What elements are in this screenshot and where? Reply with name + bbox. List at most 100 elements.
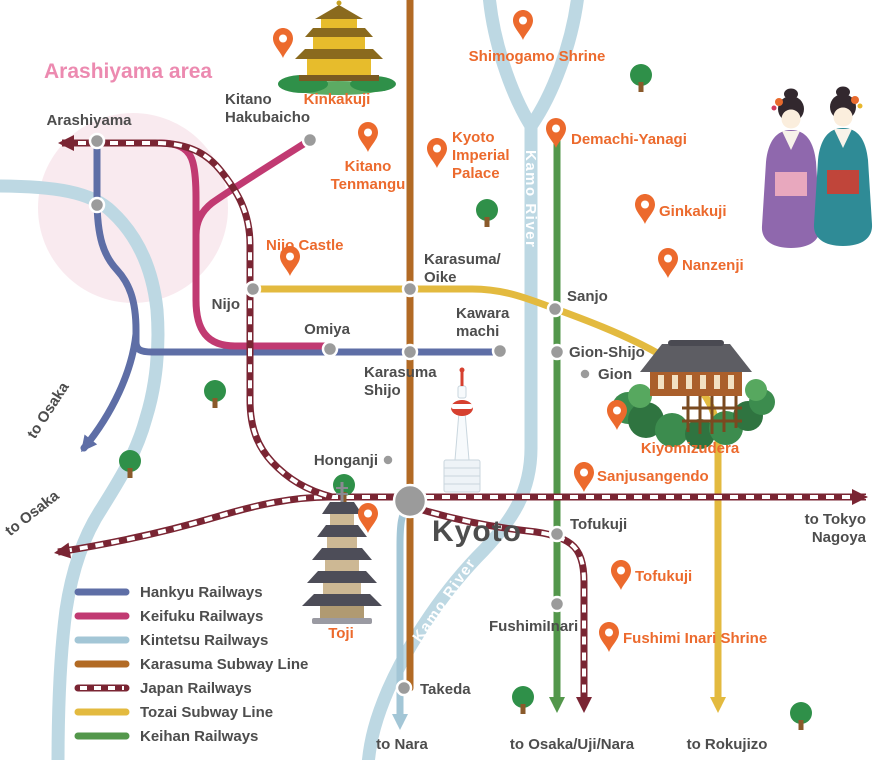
direction-label-to-rokujizo: to Rokujizo: [687, 736, 768, 753]
station-kitano-hakubaicho: [301, 131, 319, 149]
kamo-river-branch-right: [525, 0, 584, 130]
direction-label-to-nara: to Nara: [376, 736, 428, 753]
station-tofukuji: [548, 525, 566, 543]
station-arashiyama-hankyu: [88, 196, 106, 214]
jr-sagano-line-dashes: [62, 141, 333, 499]
landmark-label-nanzenji: Nanzenji: [682, 257, 744, 274]
pin-sanjusangendo-icon: [574, 462, 594, 492]
station-karasuma-shijo: [401, 343, 419, 361]
legend-item-tozai: Tozai Subway Line: [74, 704, 273, 721]
station-label-takeda: Takeda: [420, 681, 471, 698]
hankyu-line: [93, 137, 504, 356]
station-takeda: [395, 679, 413, 697]
pin-kinkakuji-icon: [273, 28, 293, 58]
landmark-label-kitano-tenmangu-1: Kitano: [345, 158, 392, 175]
legend-label-hankyu: Hankyu Railways: [140, 584, 263, 601]
pin-ginkakuji-icon: [635, 194, 655, 224]
keifuku-kitano-branch: [192, 136, 314, 239]
station-label-kawaramachi-2: machi: [456, 323, 499, 340]
station-kawaramachi: [491, 342, 509, 360]
pin-kiyomizudera-icon: [607, 400, 627, 430]
legend-item-keihan: Keihan Railways: [74, 728, 258, 745]
tree-icon: [790, 702, 812, 730]
landmark-label-kitano-tenmangu-2: Tenmangu: [331, 176, 406, 193]
pin-kyoto-imperial-palace-icon: [427, 138, 447, 168]
pin-demachi-yanagi-icon: [546, 118, 566, 148]
station-label-kawaramachi-1: Kawara: [456, 305, 510, 322]
station-label-omiya: Omiya: [304, 321, 351, 338]
station-nijo: [244, 280, 262, 298]
legend-item-jr: Japan Railways: [74, 680, 252, 697]
landmark-label-tofukuji-temple: Tofukuji: [635, 568, 692, 585]
station-sanjo: [546, 300, 564, 318]
station-label-tofukuji: Tofukuji: [570, 516, 627, 533]
landmark-label-shimogamo-shrine: Shimogamo Shrine: [469, 48, 606, 65]
station-label-gion-shijo: Gion-Shijo: [569, 344, 645, 361]
kamo-river: [361, 118, 538, 760]
tree-icon: [630, 64, 652, 92]
tree-icon: [204, 380, 226, 408]
tree-icon: [476, 199, 498, 227]
landmark-label-kinkakuji: Kinkakuji: [304, 91, 371, 108]
station-label-karasuma-shijo-1: Karasuma: [364, 364, 437, 381]
station-label-kitano-hakubaicho-2: Hakubaicho: [225, 109, 310, 126]
arrow-keihan-south: [549, 697, 565, 713]
kinkakuji-illustration: [278, 0, 396, 95]
pin-shimogamo-shrine-icon: [513, 10, 533, 40]
place-gion: [578, 367, 592, 381]
station-label-karasuma-oike-2: Oike: [424, 269, 457, 286]
station-karasuma-oike: [401, 280, 419, 298]
station-label-kitano-hakubaicho-1: Kitano: [225, 91, 272, 108]
toji-pagoda-illustration: [302, 482, 382, 624]
arashiyama-area-label: Arashiyama area: [44, 60, 212, 83]
jr-main-line-dashes: [57, 495, 866, 554]
landmark-label-imperial-2: Imperial: [452, 147, 510, 164]
legend-label-keifuku: Keifuku Railways: [140, 608, 263, 625]
pin-fushimi-inari-shrine-icon: [599, 622, 619, 652]
kiyomizudera-illustration: [612, 340, 775, 449]
arashiyama-area-circle: [38, 113, 228, 303]
direction-label-to-osaka-hankyu: to Osaka: [24, 379, 73, 442]
pin-kitano-tenmangu-icon: [358, 122, 378, 152]
legend-label-keihan: Keihan Railways: [140, 728, 258, 745]
kamo-river-label-diagonal: Kamo River: [409, 555, 479, 645]
landmark-label-demachi-yanagi: Demachi-Yanagi: [571, 131, 687, 148]
kamo-river-branch-left: [483, 0, 537, 130]
arrow-jr-to-nara-south: [576, 697, 592, 713]
station-label-karasuma-oike-1: Karasuma/: [424, 251, 502, 268]
kyoto-tower-illustration: [443, 367, 481, 493]
legend-label-tozai: Tozai Subway Line: [140, 704, 273, 721]
station-gion-shijo: [548, 343, 566, 361]
legend-item-hankyu: Hankyu Railways: [74, 584, 263, 601]
jr-nara-line-dashes: [415, 506, 586, 705]
arrow-jr-to-tokyo: [852, 489, 868, 505]
station-label-kyoto: Kyoto: [432, 515, 522, 548]
landmark-label-imperial-3: Palace: [452, 165, 500, 182]
landmark-label-nijo-castle: Nijo Castle: [266, 237, 344, 254]
legend-label-kintetsu: Kintetsu Railways: [140, 632, 268, 649]
landmark-label-fushimi-inari-shrine: Fushimi Inari Shrine: [623, 630, 767, 647]
tree-icon: [512, 686, 534, 714]
maiko-illustration: [761, 86, 873, 248]
legend-item-karasuma: Karasuma Subway Line: [74, 656, 308, 673]
hankyu-line-osaka-branch: [80, 330, 140, 452]
station-fushimi-inari: [548, 595, 566, 613]
station-arashiyama: [88, 132, 106, 150]
pin-tofukuji-temple-icon: [611, 560, 631, 590]
landmark-label-ginkakuji: Ginkakuji: [659, 203, 727, 220]
legend: Hankyu Railways Keifuku Railways Kintets…: [74, 584, 308, 745]
station-label-arashiyama: Arashiyama: [46, 112, 132, 129]
station-label-karasuma-shijo-2: Shijo: [364, 382, 401, 399]
station-label-nijo: Nijo: [212, 296, 240, 313]
landmark-label-sanjusangendo: Sanjusangendo: [597, 468, 709, 485]
place-honganji: [381, 453, 395, 467]
pin-nanzenji-icon: [658, 248, 678, 278]
place-label-honganji: Honganji: [314, 452, 378, 469]
legend-item-keifuku: Keifuku Railways: [74, 608, 263, 625]
direction-label-to-osaka-jr: to Osaka: [2, 487, 63, 540]
kamo-river-label-vertical: Kamo River: [522, 150, 539, 248]
place-label-gion: Gion: [598, 366, 632, 383]
station-label-sanjo: Sanjo: [567, 288, 608, 305]
